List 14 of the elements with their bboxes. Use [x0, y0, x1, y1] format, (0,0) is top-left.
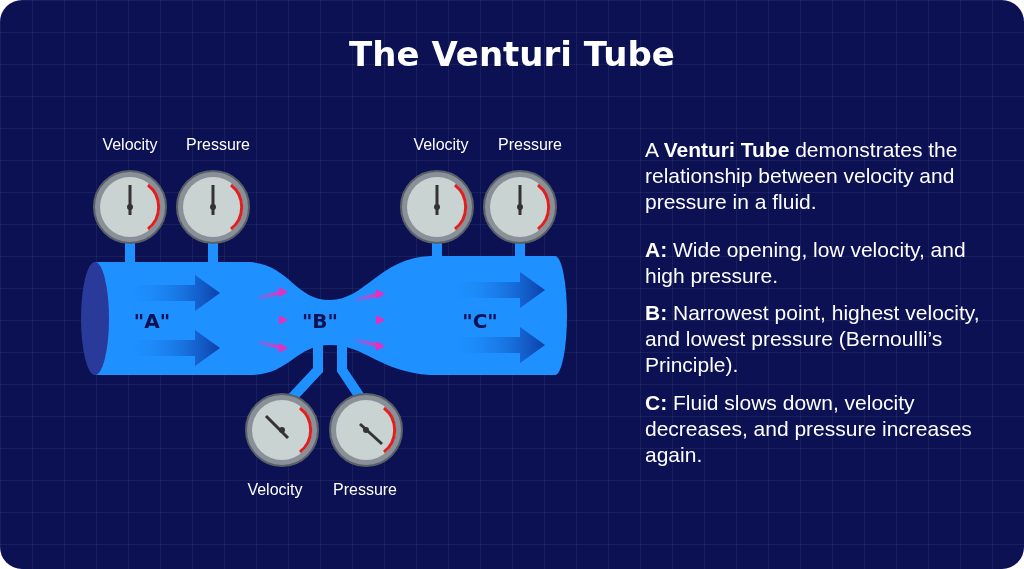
gauge-label: Pressure — [185, 136, 251, 154]
gauge-label: Velocity — [101, 136, 159, 154]
section-label: "A" — [132, 309, 172, 333]
title: The Venturi Tube — [348, 34, 676, 74]
gauge-label: Pressure — [332, 481, 398, 499]
gauge-label: Velocity — [412, 136, 470, 154]
description-text: B: Narrowest point, highest velocity, and lowest pressure (Bernoulli’s Principle). — [645, 300, 981, 378]
section-label: "B" — [300, 309, 340, 333]
description-text: A: Wide opening, low velocity, and high pressure. — [645, 237, 967, 289]
description-text: C: Fluid slows down, velocity decreases, and pressure increases again. — [645, 390, 973, 468]
section-label: "C" — [461, 309, 499, 333]
gauge-label: Pressure — [497, 136, 563, 154]
gauge-label: Velocity — [246, 481, 304, 499]
description-text: A Venturi Tube demonstrates the relationship between velocity and pressure in a fluid. — [645, 137, 959, 215]
